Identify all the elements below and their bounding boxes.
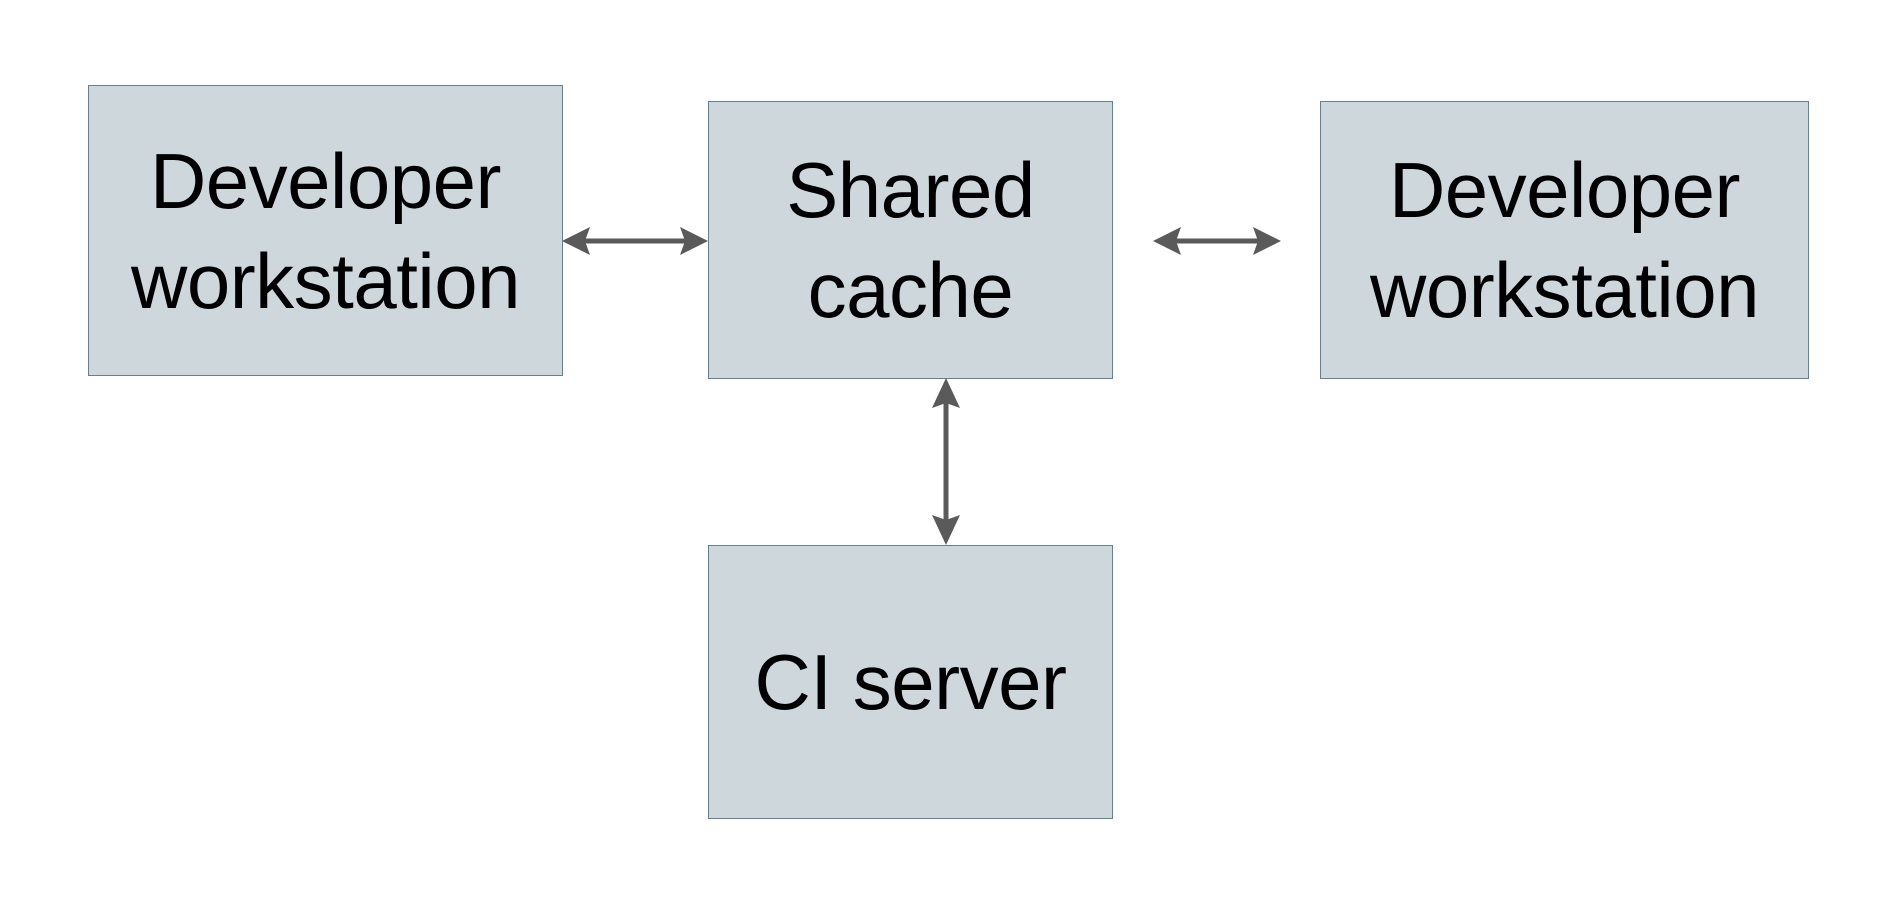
node-ci-server[interactable]: CI server: [708, 545, 1113, 819]
edge-shared-cache-to-ci-server[interactable]: [915, 376, 977, 547]
double-arrow-icon: [932, 378, 960, 545]
node-developer-workstation-left[interactable]: Developer workstation: [88, 85, 563, 376]
edge-developer-left-to-shared-cache[interactable]: [560, 210, 710, 272]
node-label: Developer workstation: [131, 136, 521, 325]
node-label: Shared cache: [786, 146, 1035, 334]
double-arrow-icon: [562, 227, 708, 255]
node-developer-workstation-right[interactable]: Developer workstation: [1320, 101, 1809, 379]
double-arrow-icon: [1153, 227, 1281, 255]
node-label: Developer workstation: [1370, 146, 1760, 334]
edge-shared-cache-to-developer-right[interactable]: [1111, 210, 1322, 272]
node-label: CI server: [754, 638, 1067, 726]
node-shared-cache[interactable]: Shared cache: [708, 101, 1113, 379]
